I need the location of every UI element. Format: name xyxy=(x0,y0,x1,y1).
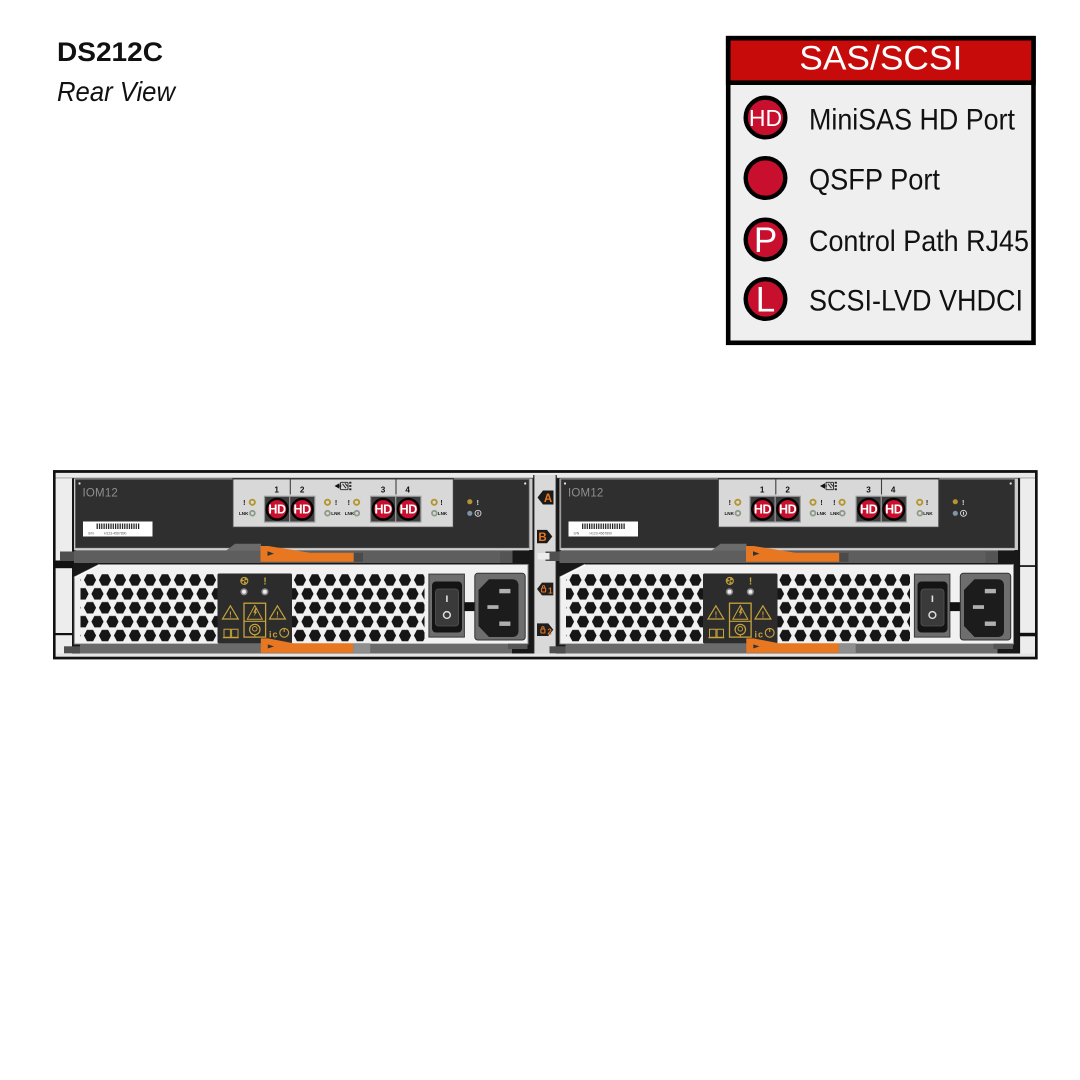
svg-text:L: L xyxy=(756,281,775,320)
svg-text:P: P xyxy=(754,221,777,260)
svg-text:A: A xyxy=(544,493,552,505)
svg-text:HD: HD xyxy=(749,105,782,131)
svg-text:DS212C: DS212C xyxy=(57,37,163,67)
svg-text:QSFP Port: QSFP Port xyxy=(809,164,941,197)
svg-text:SCSI-LVD VHDCI: SCSI-LVD VHDCI xyxy=(809,285,1023,318)
svg-text:Rear View: Rear View xyxy=(57,76,177,107)
svg-text:1: 1 xyxy=(548,586,553,595)
svg-text:2: 2 xyxy=(547,627,552,636)
svg-text:B: B xyxy=(538,532,546,544)
svg-text:MiniSAS HD Port: MiniSAS HD Port xyxy=(809,104,1016,137)
svg-text:SAS/SCSI: SAS/SCSI xyxy=(799,40,962,78)
svg-text:Control Path RJ45: Control Path RJ45 xyxy=(809,225,1029,258)
